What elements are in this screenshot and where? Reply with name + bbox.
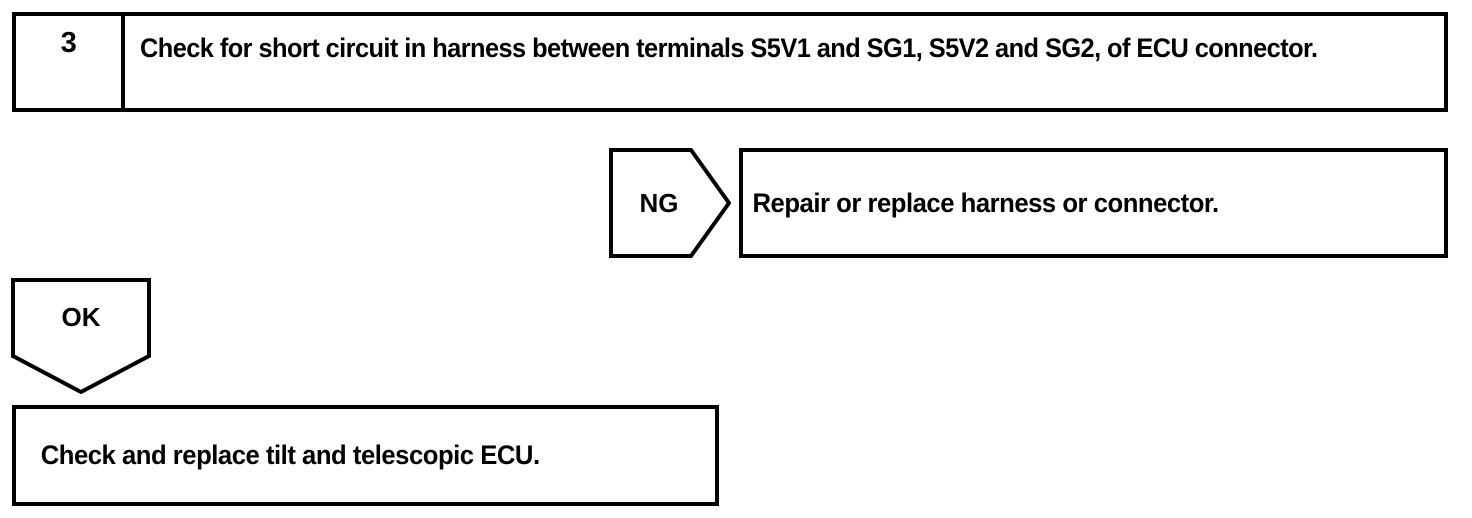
ok-arrow-icon xyxy=(11,278,151,394)
ng-result-text: Repair or replace harness or connector. xyxy=(752,187,1220,218)
ng-arrow-shape xyxy=(609,148,731,258)
ok-arrow-shape xyxy=(11,278,151,394)
ng-result-box: Repair or replace harness or connector. xyxy=(739,148,1448,258)
ng-arrow-icon xyxy=(609,148,731,258)
step-instruction-text: Check for short circuit in harness betwe… xyxy=(140,33,1318,63)
step-box: 3 Check for short circuit in harness bet… xyxy=(12,12,1448,112)
step-number-cell: 3 xyxy=(16,16,125,108)
ok-result-box: Check and replace tilt and telescopic EC… xyxy=(12,405,719,506)
ok-result-text: Check and replace tilt and telescopic EC… xyxy=(40,440,540,470)
step-number: 3 xyxy=(60,27,77,59)
